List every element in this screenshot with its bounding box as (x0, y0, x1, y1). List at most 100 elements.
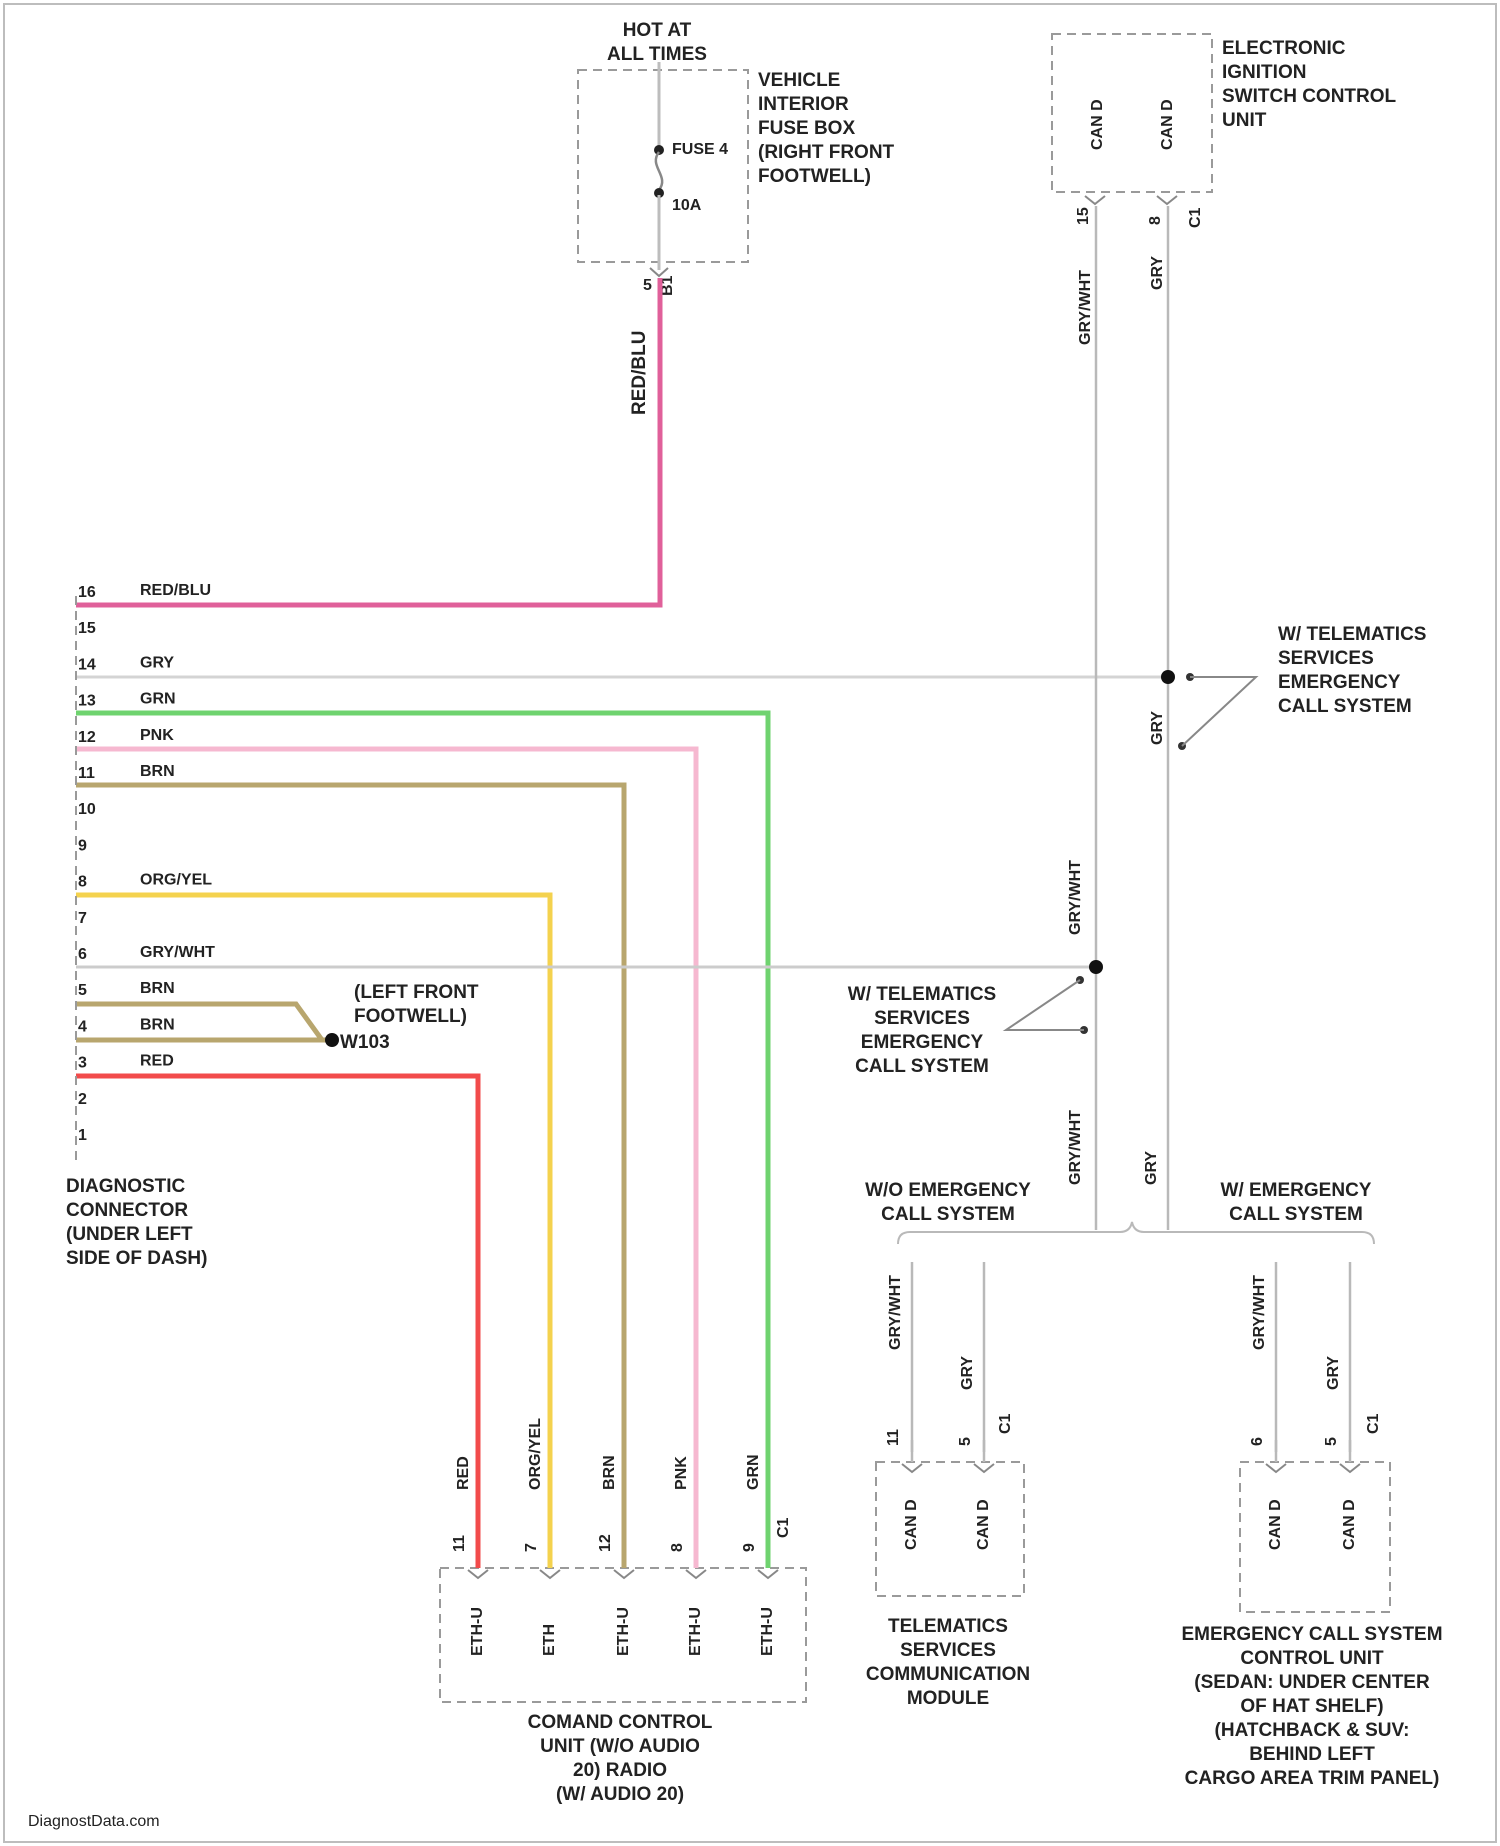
dlc-pin-15: 15 (78, 620, 96, 637)
ecu-1-connector-symbol (1266, 1464, 1286, 1472)
dlc-wire-label-11: BRN (140, 763, 175, 780)
ecu-wire-label-2: GRY (1325, 1356, 1342, 1390)
tel-note-upper-2: SERVICES (1278, 648, 1374, 669)
dlc-pin-13: 13 (78, 693, 96, 710)
tcm-label-2: SERVICES (900, 1640, 996, 1661)
cmd-3-terminal: ETH-U (615, 1607, 632, 1656)
eis-pin-2: 8 (1147, 216, 1164, 225)
dlc-pin-12: 12 (78, 729, 96, 746)
tel-note-upper-3: EMERGENCY (1278, 672, 1401, 693)
fuse-pin: 5 (643, 277, 652, 294)
tel-note-lower-3: EMERGENCY (861, 1032, 984, 1053)
fuse-box: HOT AT ALL TIMES FUSE 4 10A VEHICLE INTE… (578, 20, 895, 415)
ground-label-1: (LEFT FRONT (354, 982, 479, 1003)
cmd-5-pin: 9 (741, 1543, 758, 1552)
eis-outline (1052, 34, 1212, 192)
cmd-1-terminal: ETH-U (469, 1607, 486, 1656)
dlc-label-1: DIAGNOSTIC (66, 1176, 186, 1197)
cmd-1-connector-symbol (468, 1570, 488, 1578)
tcm-2-connector-symbol (974, 1464, 994, 1472)
tel-note-lower-2: SERVICES (874, 1008, 970, 1029)
dlc-label: DIAGNOSTIC CONNECTOR (UNDER LEFT SIDE OF… (66, 1176, 207, 1269)
branch-with-2: CALL SYSTEM (1229, 1204, 1363, 1225)
dlc-pin-6: 6 (78, 946, 87, 963)
ecu-label-2: CONTROL UNIT (1240, 1648, 1384, 1669)
ecu-label-6: BEHIND LEFT (1249, 1744, 1375, 1765)
switch-arm-gw (1006, 980, 1084, 1030)
dlc-wire-label-3: RED (140, 1053, 174, 1070)
cmd-3-pin: 12 (597, 1534, 614, 1552)
tcm-label-1: TELEMATICS (888, 1616, 1008, 1637)
tcm-wire-label-1: GRY/WHT (887, 1275, 904, 1350)
dlc-label-3: (UNDER LEFT (66, 1224, 193, 1245)
cmd-wire-label-2: ORG/YEL (527, 1418, 544, 1490)
cmd-wire-label-5: GRN (745, 1454, 762, 1490)
ecu-label-1: EMERGENCY CALL SYSTEM (1181, 1624, 1442, 1645)
cmd-4-pin: 8 (669, 1543, 686, 1552)
dlc-wire-label-4: BRN (140, 1016, 175, 1033)
tcm-2-terminal: CAN D (975, 1499, 992, 1550)
dlc-pin-14: 14 (78, 656, 96, 673)
eis-unit: CAN D CAN D ELECTRONIC IGNITION SWITCH C… (1052, 34, 1397, 228)
wire-red-blu (76, 278, 660, 605)
ecu-connector: C1 (1365, 1413, 1382, 1434)
tcm-1-pin: 11 (885, 1429, 902, 1446)
hot-at-label-2: ALL TIMES (607, 44, 707, 65)
telematics-module: 11CAN DGRY/WHT5CAN DGRY C1 TELEMATICS SE… (866, 1275, 1030, 1709)
tcm-2-pin: 5 (957, 1437, 974, 1446)
branch-brace: W/O EMERGENCY CALL SYSTEM W/ EMERGENCY C… (865, 1180, 1374, 1244)
dlc-pin-16: 16 (78, 584, 96, 601)
wire-grn (76, 713, 768, 1568)
eis-connector: C1 (1187, 207, 1204, 228)
ecu-2-terminal: CAN D (1341, 1499, 1358, 1550)
watermark: DiagnostData.com (28, 1813, 160, 1830)
diagram-border (4, 4, 1496, 1842)
hot-at-label-1: HOT AT (623, 20, 692, 41)
ground-label-3: W103 (340, 1032, 390, 1053)
dlc-pin-4: 4 (78, 1018, 87, 1035)
eis-label-2: IGNITION (1222, 62, 1306, 83)
dlc-pin-11: 11 (78, 765, 95, 782)
tcm-wire-label-2: GRY (959, 1356, 976, 1390)
tel-note-lower-4: CALL SYSTEM (855, 1056, 989, 1077)
branch-without-1: W/O EMERGENCY (865, 1180, 1031, 1201)
cmd-3-connector-symbol (614, 1570, 634, 1578)
fuse-box-label-3: FUSE BOX (758, 118, 855, 139)
ecu-1-pin: 6 (1249, 1437, 1266, 1446)
eis-label-1: ELECTRONIC (1222, 38, 1346, 59)
tcm-label-3: COMMUNICATION (866, 1664, 1030, 1685)
tel-note-upper-1: W/ TELEMATICS (1278, 624, 1426, 645)
dlc-wire-label-13: GRN (140, 691, 176, 708)
cmd-2-terminal: ETH (541, 1624, 558, 1656)
dlc-wire-label-6: GRY/WHT (140, 944, 215, 961)
fuse-icon (656, 152, 662, 190)
branch-without-2: CALL SYSTEM (881, 1204, 1015, 1225)
cmd-connector: C1 (775, 1517, 792, 1538)
dlc-pin-5: 5 (78, 982, 87, 999)
cmd-wire-label-3: BRN (601, 1455, 618, 1490)
cmd-label-4: (W/ AUDIO 20) (556, 1784, 684, 1805)
vlabel-mid-gry: GRY (1149, 711, 1166, 745)
wire-red (76, 1076, 478, 1568)
cmd-label-1: COMAND CONTROL (528, 1712, 713, 1733)
eis-connector-symbol-2 (1157, 196, 1177, 204)
dlc-pin-10: 10 (78, 801, 96, 818)
ecu-2-connector-symbol (1340, 1464, 1360, 1472)
eis-connector-symbol-1 (1085, 196, 1105, 204)
vlabel-lower-gry: GRY (1143, 1151, 1160, 1185)
fuse-box-label-2: INTERIOR (758, 94, 849, 115)
dlc-wire-label-5: BRN (140, 980, 175, 997)
dlc-wire-labels: RED/BLUGRYGRNPNKBRNORG/YELGRY/WHTBRNBRNR… (140, 582, 215, 1070)
vertical-wire-labels: GRY/WHT GRY GRY GRY/WHT GRY/WHT GRY (1067, 256, 1166, 1185)
cmd-label-3: 20) RADIO (573, 1760, 667, 1781)
dlc-pins: 16151413121110987654321 (78, 584, 96, 1144)
fuse-rating: 10A (672, 197, 702, 214)
tel-note-upper-4: CALL SYSTEM (1278, 696, 1412, 717)
ecu-label-3: (SEDAN: UNDER CENTER (1194, 1672, 1430, 1693)
vlabel-lower-gry-wht: GRY/WHT (1067, 1110, 1084, 1185)
ecu-label-4: OF HAT SHELF) (1240, 1696, 1383, 1717)
tcm-label-4: MODULE (907, 1688, 989, 1709)
eis-terminal-2: CAN D (1159, 99, 1176, 150)
cmd-4-connector-symbol (686, 1570, 706, 1578)
